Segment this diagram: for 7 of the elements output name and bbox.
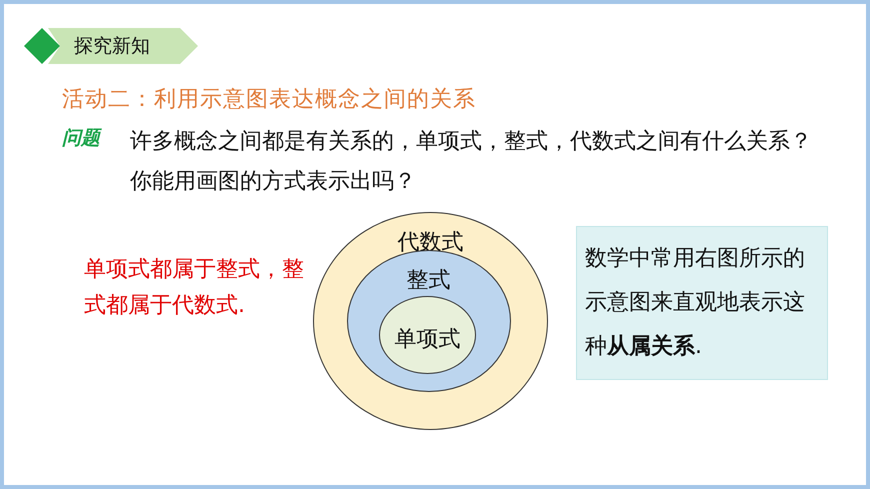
set-ellipse: 单项式 (379, 296, 476, 374)
set-ellipse: 代数式 整式 单项式 (313, 212, 548, 430)
tag-label: 问题 (62, 126, 100, 151)
note-text: 单项式都属于整式，整式都属于代数式. (84, 256, 305, 320)
heading: 活动二：利用示意图表达概念之间的关系 (62, 86, 476, 114)
question-text: 许多概念之间都是有关系的，单项式，整式，代数式之间有什么关系？你能用画图的方式表示出吗？ (130, 128, 813, 196)
info-box: 数学中常用右图所示的示意图来直观地表示这种从属关系. (576, 226, 828, 380)
